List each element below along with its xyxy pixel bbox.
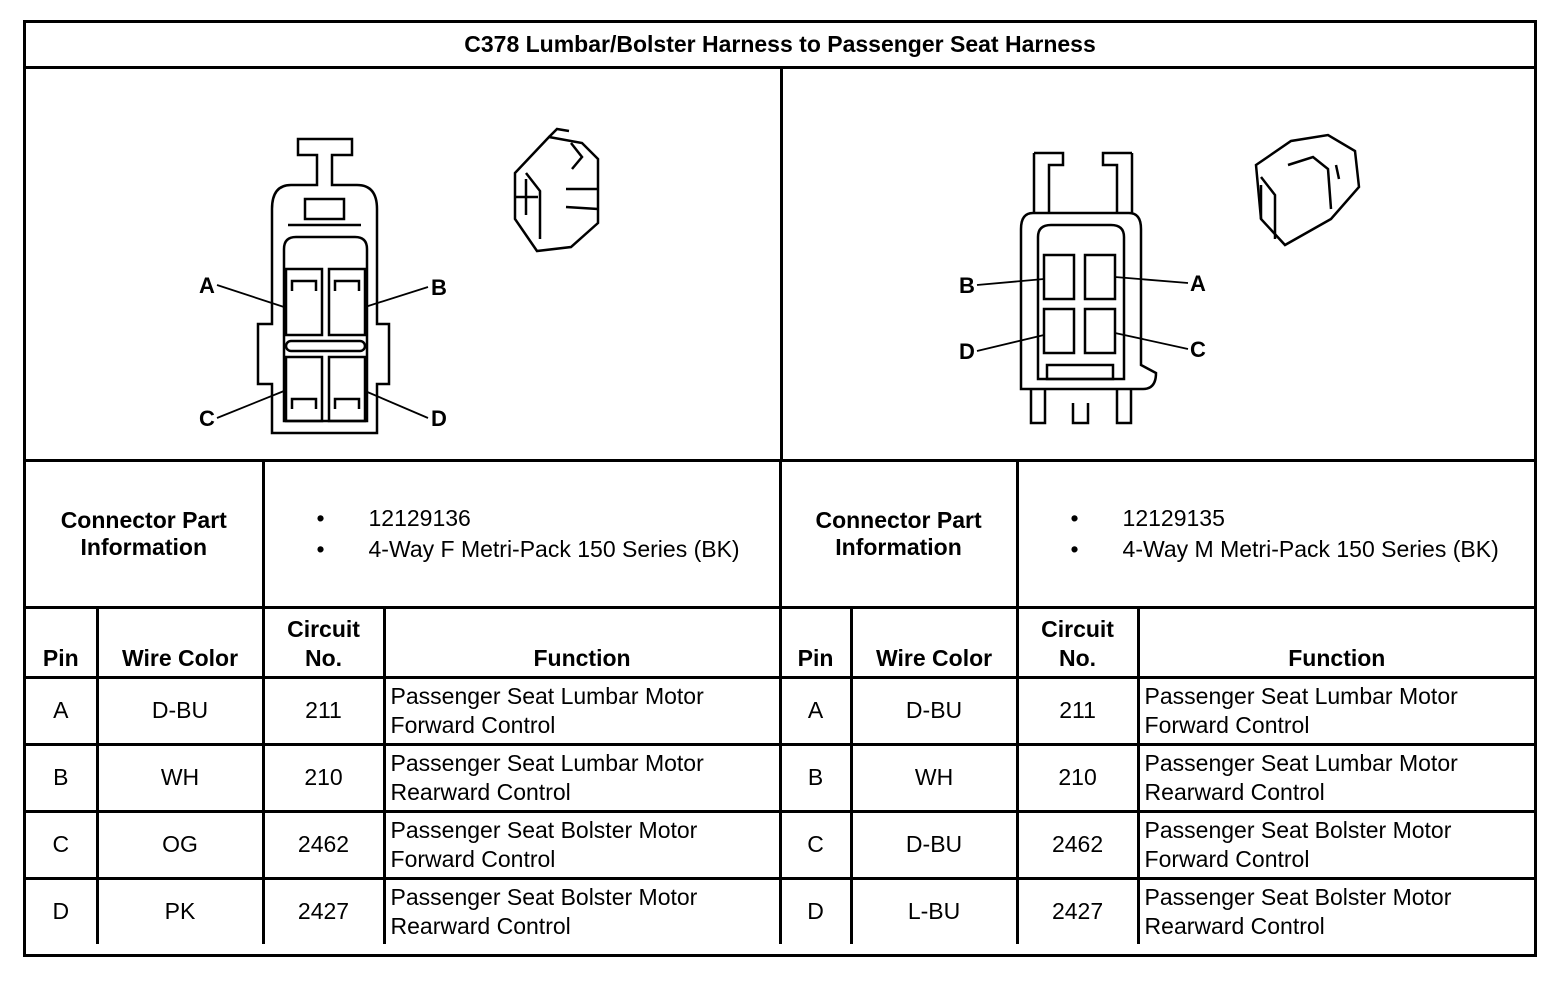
connector-sheet: C378 Lumbar/Bolster Harness to Passenger… [23,20,1537,957]
wire-color-cell: D-BU [849,675,1019,746]
header-circuit: Circuit No. [261,605,386,679]
pin-c-leader-m [1114,332,1189,350]
part-description-male: 4-Way M Metri-Pack 150 Series (BK) [1071,534,1531,565]
pin-label-b-m: B [959,273,975,298]
column-header-row: Pin Wire Color Circuit No. Function Pin … [26,605,1535,679]
function-cell: Passenger Seat Bolster Motor Rearward Co… [382,876,782,944]
pin-label-d: D [431,406,447,431]
pin-label-a-m: A [1190,271,1206,296]
part-description-female: 4-Way F Metri-Pack 150 Series (BK) [317,534,775,565]
circuit-cell: 2462 [261,809,386,880]
header-circuit: Circuit No. [1015,605,1140,679]
circuit-cell: 210 [261,742,386,813]
wire-color-cell: D-BU [849,809,1019,880]
circuit-cell: 2427 [1015,876,1140,944]
header-wire-color: Wire Color [849,605,1019,679]
pin-cell: B [26,742,99,813]
female-connector-diagram: A B C D [199,127,600,435]
table-row: C OG 2462 Passenger Seat Bolster Motor F… [26,809,1535,880]
part-number-male: 12129135 [1071,503,1531,534]
pin-label-c: C [199,406,215,431]
table-row: D PK 2427 Passenger Seat Bolster Motor R… [26,876,1535,944]
male-connector-panel: B A D C [783,69,1537,462]
header-function: Function [1136,605,1535,679]
pin-cell: B [778,742,853,813]
function-cell: Passenger Seat Bolster Motor Forward Con… [1136,809,1535,880]
pin-label-b: B [431,275,447,300]
header-wire-color: Wire Color [95,605,265,679]
female-connector-face [256,127,600,435]
part-info-label-female: Connector Part Information [26,462,265,609]
pin-b-leader-m [976,278,1045,286]
pin-a-leader-m [1114,276,1189,284]
pin-label-a: A [199,273,215,298]
part-info-label-male: Connector Part Information [778,462,1019,609]
pinout-table: Connector Part Information 12129136 4-Wa… [26,462,1535,944]
function-cell: Passenger Seat Lumbar Motor Forward Cont… [382,675,782,746]
circuit-cell: 2462 [1015,809,1140,880]
function-cell: Passenger Seat Bolster Motor Rearward Co… [1136,876,1535,944]
header-pin: Pin [26,605,99,679]
part-info-row: Connector Part Information 12129136 4-Wa… [26,462,1535,609]
male-connector-diagram: B A D C [959,133,1361,425]
pin-cell: D [778,876,853,944]
wire-color-cell: WH [849,742,1019,813]
page-title: C378 Lumbar/Bolster Harness to Passenger… [26,23,1534,69]
part-number-female: 12129136 [317,503,775,534]
table-row: B WH 210 Passenger Seat Lumbar Motor Rea… [26,742,1535,813]
pin-cell: C [778,809,853,880]
pin-cell: D [26,876,99,944]
pin-d-leader-m [976,334,1045,352]
pin-cell: C [26,809,99,880]
circuit-cell: 211 [261,675,386,746]
function-cell: Passenger Seat Bolster Motor Forward Con… [382,809,782,880]
wire-color-cell: WH [95,742,265,813]
table-row: A D-BU 211 Passenger Seat Lumbar Motor F… [26,675,1535,746]
female-connector-panel: A B C D [26,69,783,462]
male-connector-face [1019,133,1361,425]
circuit-cell: 210 [1015,742,1140,813]
pin-d-leader [364,390,429,419]
pin-label-d-m: D [959,339,975,364]
wire-color-cell: L-BU [849,876,1019,944]
function-cell: Passenger Seat Lumbar Motor Rearward Con… [1136,742,1535,813]
part-info-male: 12129135 4-Way M Metri-Pack 150 Series (… [1015,462,1535,609]
circuit-cell: 2427 [261,876,386,944]
pin-c-leader [216,390,285,419]
wire-color-cell: PK [95,876,265,944]
part-info-female: 12129136 4-Way F Metri-Pack 150 Series (… [261,462,782,609]
circuit-cell: 211 [1015,675,1140,746]
wire-color-cell: D-BU [95,675,265,746]
function-cell: Passenger Seat Lumbar Motor Rearward Con… [382,742,782,813]
pin-cell: A [778,675,853,746]
pin-cell: A [26,675,99,746]
function-cell: Passenger Seat Lumbar Motor Forward Cont… [1136,675,1535,746]
wire-color-cell: OG [95,809,265,880]
header-function: Function [382,605,782,679]
header-pin: Pin [778,605,853,679]
pin-label-c-m: C [1190,337,1206,362]
pin-b-leader [364,286,429,308]
pin-a-leader [216,284,285,308]
